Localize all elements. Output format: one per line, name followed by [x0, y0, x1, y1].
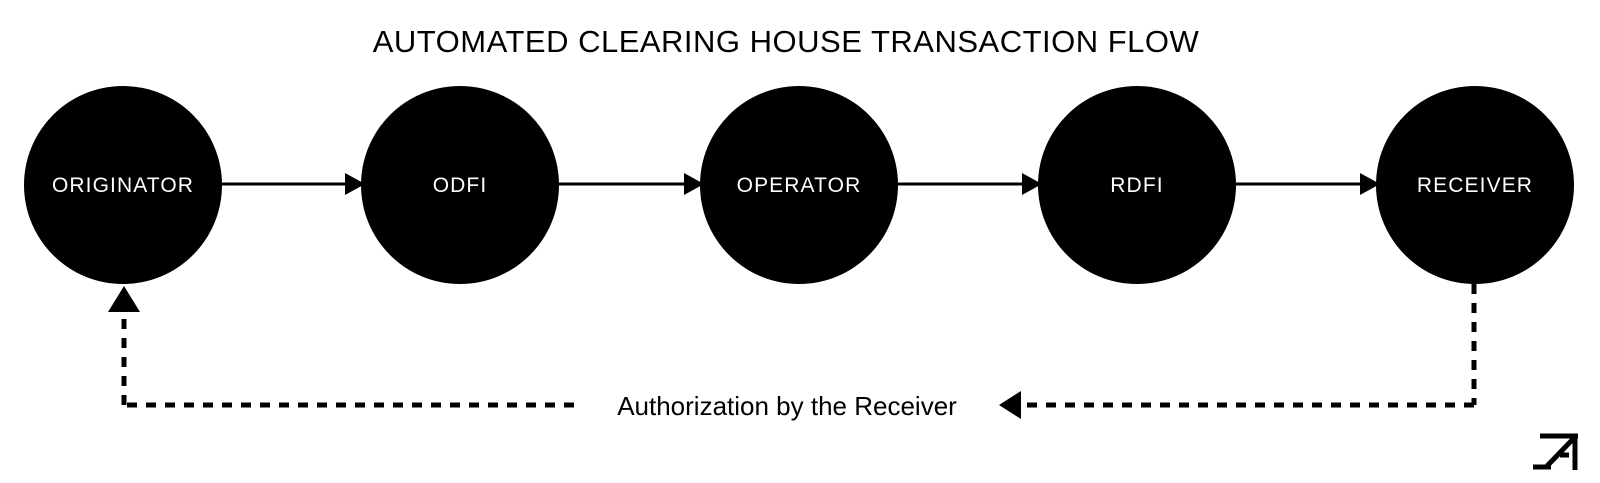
- arrow-head-icon: [1360, 173, 1380, 195]
- arrow-head-icon: [345, 173, 365, 195]
- node-label: OPERATOR: [737, 174, 862, 197]
- connector-operator-rdfi: [898, 173, 1042, 195]
- diagonal-arrow-logo-icon: [1533, 433, 1578, 470]
- node-rdfi[interactable]: RDFI: [1038, 86, 1236, 284]
- feedback-arrow-head-icon: [999, 391, 1021, 419]
- node-circle[interactable]: [24, 86, 222, 284]
- node-circle[interactable]: [1376, 86, 1574, 284]
- diagram-title: AUTOMATED CLEARING HOUSE TRANSACTION FLO…: [373, 24, 1200, 59]
- feedback-path-authorization: [108, 284, 1477, 419]
- feedback-label: Authorization by the Receiver: [617, 391, 957, 421]
- node-label: ORIGINATOR: [52, 174, 194, 197]
- node-circle[interactable]: [700, 86, 898, 284]
- connector-odfi-operator: [559, 173, 704, 195]
- arrow-head-icon: [1022, 173, 1042, 195]
- node-circle[interactable]: [361, 86, 559, 284]
- node-label: ODFI: [433, 174, 488, 197]
- feedback-arrow-head-up-icon: [108, 286, 140, 312]
- node-originator[interactable]: ORIGINATOR: [24, 86, 222, 284]
- connector-originator-odfi: [222, 173, 365, 195]
- node-label: RECEIVER: [1417, 174, 1533, 197]
- arrow-head-icon: [684, 173, 704, 195]
- node-odfi[interactable]: ODFI: [361, 86, 559, 284]
- node-operator[interactable]: OPERATOR: [700, 86, 898, 284]
- node-label: RDFI: [1110, 174, 1163, 197]
- connector-rdfi-receiver: [1236, 173, 1380, 195]
- node-receiver[interactable]: RECEIVER: [1376, 86, 1574, 284]
- node-circle[interactable]: [1038, 86, 1236, 284]
